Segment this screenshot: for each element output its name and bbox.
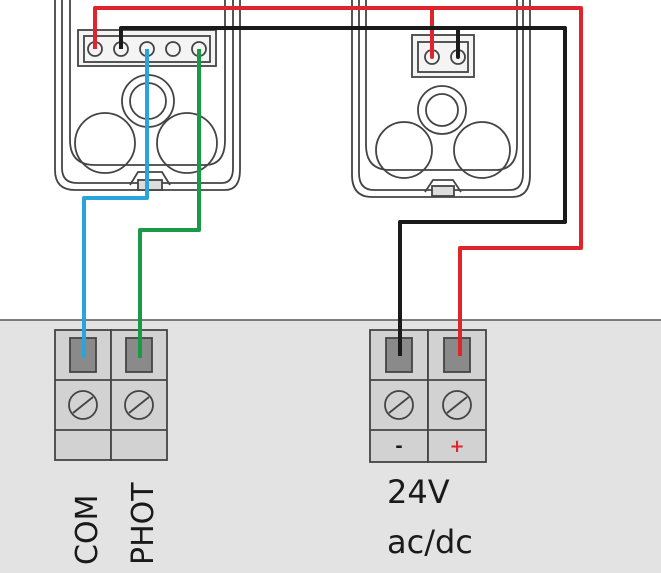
wire-red bbox=[93, 6, 583, 356]
wire-green bbox=[138, 49, 201, 358]
terminal-plus bbox=[427, 329, 487, 463]
photocell-right bbox=[351, 0, 531, 198]
plus-sign: + bbox=[449, 436, 464, 457]
phot-label: PHOT bbox=[126, 482, 161, 565]
wire-blue bbox=[82, 49, 149, 358]
voltage-label: 24V bbox=[387, 473, 450, 511]
minus-sign: - bbox=[395, 436, 402, 457]
power-type-label: ac/dc bbox=[387, 523, 473, 561]
com-label: COM bbox=[70, 495, 105, 565]
wire-black bbox=[119, 26, 567, 356]
